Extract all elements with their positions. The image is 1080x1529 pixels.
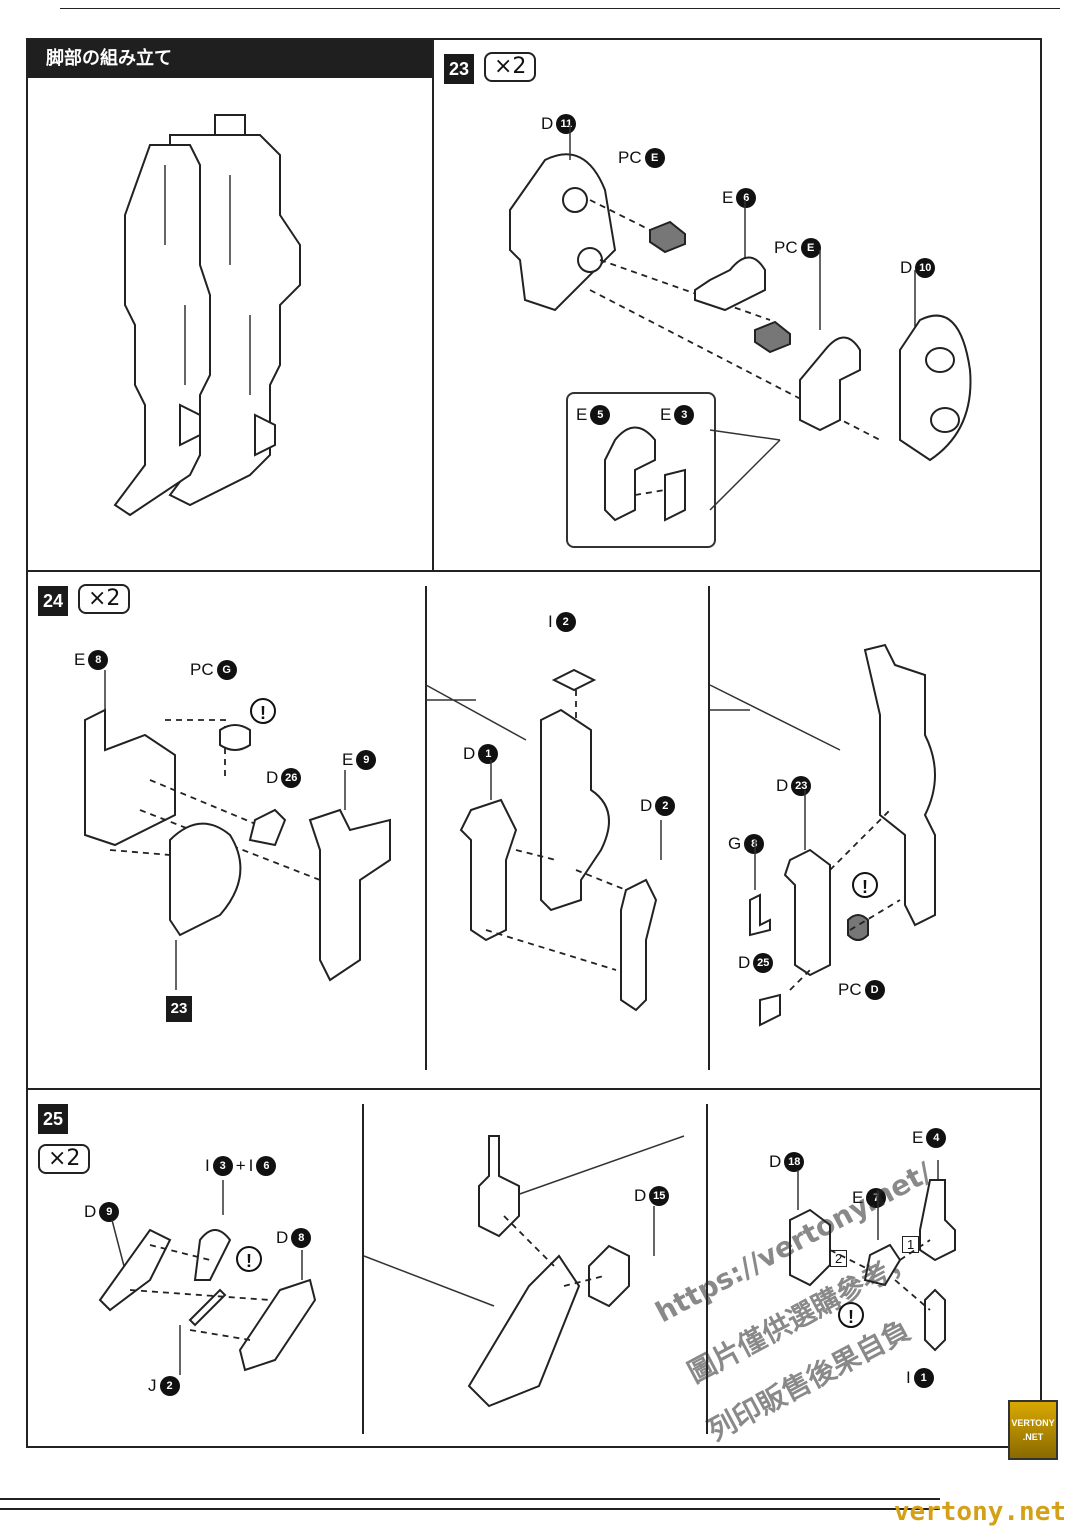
vertony-badge: VERTONY.NET <box>1008 1400 1058 1460</box>
warning-icon-25b: ! <box>838 1302 864 1328</box>
divider-h-1 <box>26 570 1042 572</box>
divider-v-24b <box>708 586 710 1070</box>
step-23-diagram <box>509 125 972 511</box>
divider-v-top <box>432 38 434 571</box>
warning-icon-24a: ! <box>250 698 276 724</box>
reference-step-23: 23 <box>166 996 192 1022</box>
step-25c-diagram <box>789 1160 956 1352</box>
step-25-number: 25 <box>38 1104 68 1134</box>
step-24c-diagram <box>709 643 936 1027</box>
step-25b-diagram <box>363 1135 685 1408</box>
step-23-detail-diagram <box>604 426 686 522</box>
step-24-number: 24 <box>38 586 68 616</box>
leg-assembly-illustration <box>113 114 301 517</box>
step-25a-diagram <box>98 1180 317 1375</box>
step-23-detail-box <box>566 392 716 548</box>
step-23-number: 23 <box>444 54 474 84</box>
section-title: 脚部の組み立て <box>28 40 432 78</box>
warning-icon-25a: ! <box>236 1246 262 1272</box>
footer-bar <box>0 1498 940 1510</box>
step-24-quantity: ×2 <box>78 584 131 614</box>
divider-h-2 <box>26 1088 1042 1090</box>
divider-v-25b <box>706 1104 708 1434</box>
page-frame <box>26 38 1042 1448</box>
footer-url[interactable]: vertony.net <box>893 1497 1066 1527</box>
step-25-quantity: ×2 <box>38 1144 91 1174</box>
step-23-quantity: ×2 <box>484 52 537 82</box>
divider-v-24a <box>425 586 427 1070</box>
divider-v-25a <box>362 1104 364 1434</box>
step-24a-diagram <box>84 670 391 990</box>
step-24b-diagram <box>425 668 662 1012</box>
warning-icon-24b: ! <box>852 872 878 898</box>
top-rule <box>60 8 1060 9</box>
